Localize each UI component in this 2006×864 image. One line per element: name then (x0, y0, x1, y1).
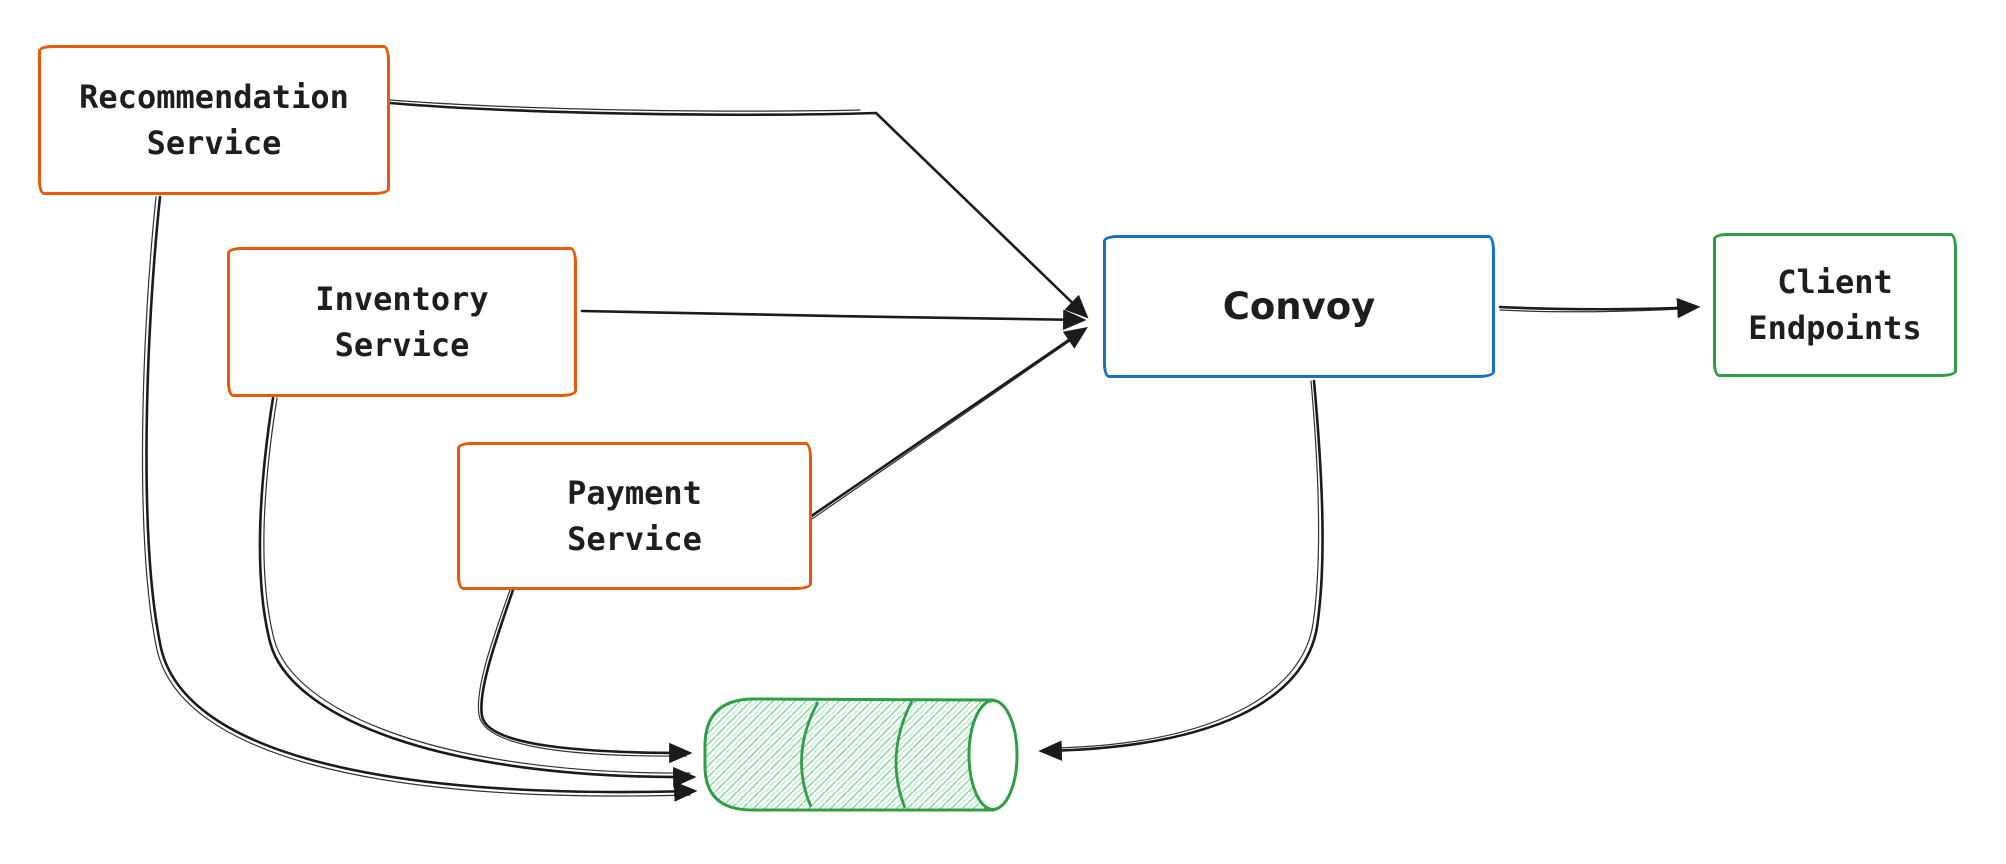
payment-service-label: Payment Service (567, 474, 702, 558)
edge-payment-to-queue-sketch (477, 589, 687, 757)
edge-payment-to-queue[interactable] (480, 588, 693, 764)
edge-inventory-to-queue-sketch (263, 397, 691, 774)
recommendation-service-label: Recommendation Service (79, 78, 349, 162)
cylinder-body (703, 697, 996, 812)
edge-recommendation-to-queue-sketch (141, 196, 691, 797)
edge-payment-to-convoy-sketch (811, 333, 1081, 520)
edge-recommendation-to-convoy-sketch (389, 99, 861, 112)
queue-cylinder[interactable] (703, 697, 1019, 812)
convoy-label: Convoy (1222, 284, 1376, 328)
cylinder-segment-arc-1 (800, 701, 820, 808)
edge-convoy-to-client-sketch (1499, 308, 1681, 313)
edge-recommendation-to-queue[interactable] (145, 195, 698, 802)
edge-convoy-to-client[interactable] (1498, 297, 1701, 319)
edge-convoy-to-queue-sketch (1054, 380, 1320, 749)
edge-payment-to-convoy[interactable] (808, 327, 1088, 519)
edge-recommendation-to-convoy[interactable] (388, 101, 1089, 319)
edge-inventory-to-queue[interactable] (258, 396, 697, 788)
cylinder-right-cap (967, 699, 1019, 811)
node-recommendation-service[interactable]: Recommendation Service (38, 45, 390, 195)
node-payment-service[interactable]: Payment Service (457, 442, 812, 590)
cylinder-segment-arc-2 (894, 700, 914, 809)
inventory-service-label: Inventory Service (315, 280, 489, 364)
client-endpoints-label: Client Endpoints (1748, 263, 1922, 347)
node-inventory-service[interactable]: Inventory Service (227, 247, 577, 397)
node-client-endpoints[interactable]: Client Endpoints (1713, 233, 1957, 377)
edge-inventory-to-convoy[interactable] (580, 309, 1087, 330)
edge-convoy-to-queue[interactable] (1038, 379, 1324, 761)
node-convoy[interactable]: Convoy (1103, 235, 1495, 378)
